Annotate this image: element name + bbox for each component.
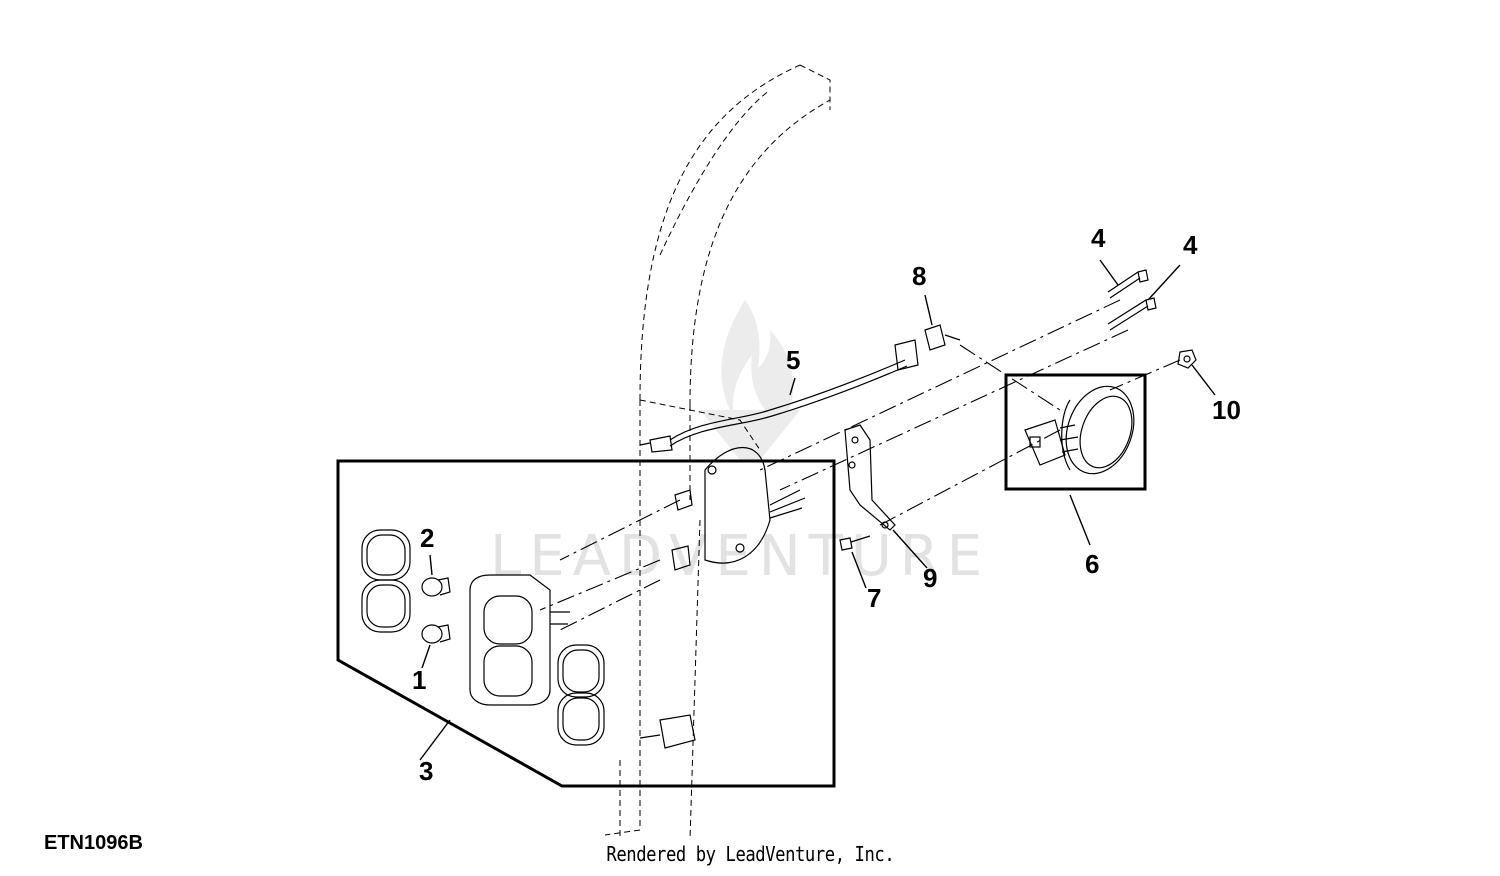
detail-box-3	[336, 459, 836, 788]
pillar-mounting-plate	[671, 446, 806, 571]
screw	[839, 535, 871, 551]
callout-7: 7	[867, 583, 881, 613]
bolt-lower	[1107, 297, 1157, 331]
callout-1: 1	[412, 665, 426, 695]
lamp-housing	[469, 574, 570, 706]
lens-left-lower	[361, 579, 411, 633]
lens-left-upper	[361, 529, 411, 581]
lens-right-upper	[557, 644, 605, 698]
callout-5: 5	[786, 345, 800, 375]
wiring-harness	[639, 339, 919, 453]
callout-6: 6	[1085, 549, 1099, 579]
callout-3: 3	[419, 756, 433, 786]
pillar-clamp	[639, 714, 696, 749]
cab-pillar	[604, 64, 831, 841]
leader-lines	[419, 259, 1216, 761]
callout-8: 8	[912, 261, 926, 291]
work-lamp	[1024, 385, 1135, 475]
watermark-text: LEADVENTURE	[490, 524, 990, 589]
callout-labels: 1 2 3 4 4 5 6 7 8 9 10	[412, 223, 1241, 786]
nut	[1177, 349, 1197, 369]
callout-4-left: 4	[1091, 223, 1106, 253]
connector	[924, 324, 961, 351]
detail-box-6	[1004, 373, 1147, 491]
bulb-1	[421, 624, 451, 644]
callout-4-right: 4	[1183, 230, 1198, 260]
bolt-upper	[1107, 269, 1149, 299]
flame-logo-watermark	[700, 300, 800, 460]
callout-9: 9	[923, 563, 937, 593]
lens-right-lower	[557, 692, 605, 746]
bulb-2	[421, 577, 451, 597]
callout-2: 2	[420, 523, 434, 553]
figure-code: ETN1096B	[44, 832, 143, 854]
credit-line: Rendered by LeadVenture, Inc.	[0, 842, 1500, 866]
lamp-bracket	[844, 424, 896, 531]
callout-10: 10	[1212, 395, 1241, 425]
credit-text: Rendered by LeadVenture, Inc.	[606, 842, 894, 866]
